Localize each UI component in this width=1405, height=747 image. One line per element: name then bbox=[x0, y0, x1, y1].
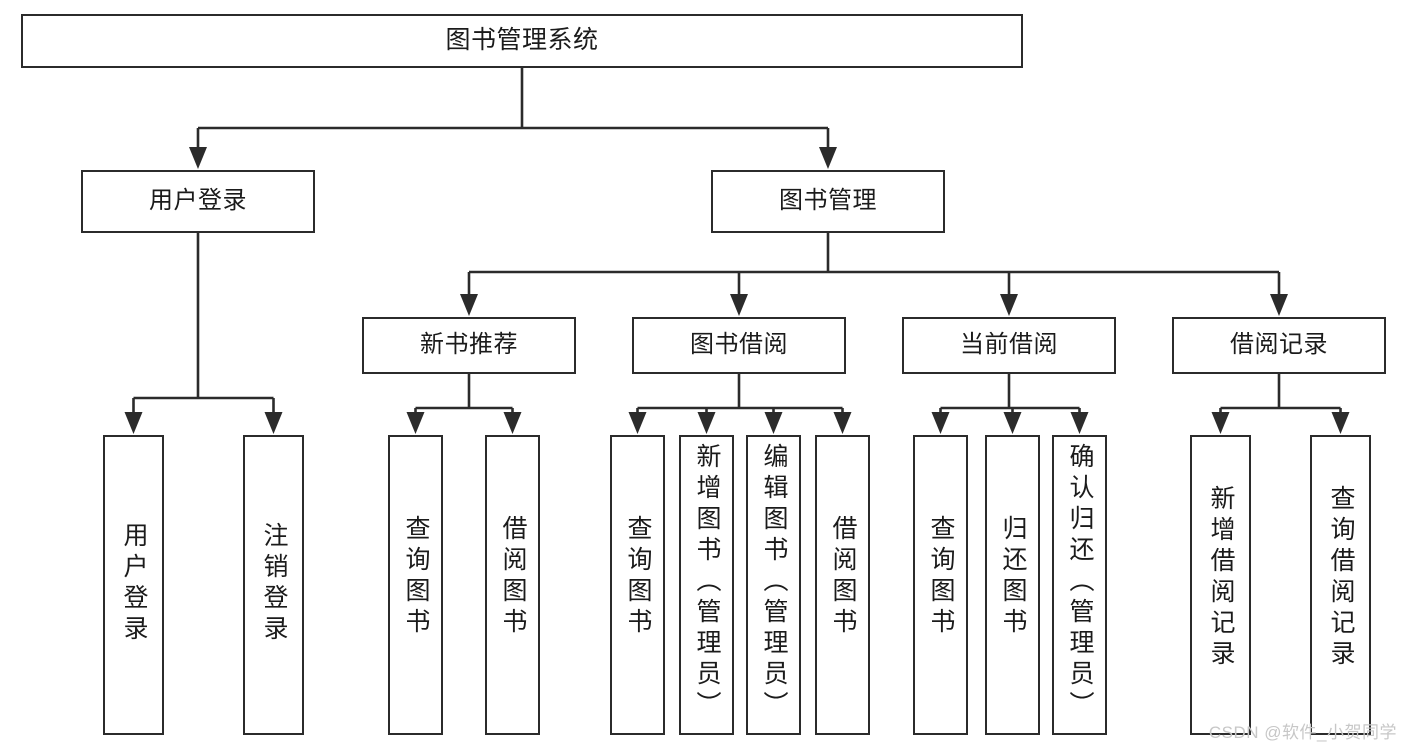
node-leaf-add-book[interactable]: 新增图书（管理员） bbox=[679, 435, 734, 735]
arrowhead-leaf-query-record bbox=[1331, 412, 1350, 434]
node-label: 编辑图书（管理员） bbox=[760, 443, 788, 722]
node-leaf-query-1[interactable]: 查询图书 bbox=[388, 435, 443, 735]
node-leaf-return[interactable]: 归还图书 bbox=[985, 435, 1040, 735]
node-label: 当前借阅 bbox=[960, 331, 1058, 359]
arrowhead-leaf-add-record bbox=[1211, 412, 1230, 434]
node-label: 确认归还（管理员） bbox=[1066, 443, 1094, 722]
node-book-manage[interactable]: 图书管理 bbox=[711, 170, 945, 233]
node-root[interactable]: 图书管理系统 bbox=[21, 14, 1023, 68]
arrowhead-leaf-query-1 bbox=[406, 412, 425, 434]
node-user-login[interactable]: 用户登录 bbox=[81, 170, 315, 233]
node-leaf-borrow-2[interactable]: 借阅图书 bbox=[815, 435, 870, 735]
node-label: 图书管理系统 bbox=[445, 26, 599, 55]
arrowhead-leaf-query-3 bbox=[931, 412, 950, 434]
arrowhead-leaf-query-2 bbox=[628, 412, 647, 434]
node-label: 借阅图书 bbox=[499, 515, 527, 639]
arrowhead-leaf-confirm bbox=[1070, 412, 1089, 434]
node-leaf-user-login[interactable]: 用户登录 bbox=[103, 435, 164, 735]
node-leaf-query-record[interactable]: 查询借阅记录 bbox=[1310, 435, 1371, 735]
node-leaf-logout[interactable]: 注销登录 bbox=[243, 435, 304, 735]
node-label: 用户登录 bbox=[149, 187, 247, 215]
node-label: 查询图书 bbox=[624, 515, 652, 639]
node-leaf-add-record[interactable]: 新增借阅记录 bbox=[1190, 435, 1251, 735]
arrowhead-leaf-edit-book bbox=[764, 412, 783, 434]
node-leaf-borrow-1[interactable]: 借阅图书 bbox=[485, 435, 540, 735]
node-new-book-rec[interactable]: 新书推荐 bbox=[362, 317, 576, 374]
node-label: 注销登录 bbox=[260, 522, 288, 646]
node-current-borrow[interactable]: 当前借阅 bbox=[902, 317, 1116, 374]
node-leaf-query-2[interactable]: 查询图书 bbox=[610, 435, 665, 735]
arrowhead-book-manage bbox=[819, 147, 837, 169]
node-book-borrow[interactable]: 图书借阅 bbox=[632, 317, 846, 374]
node-label: 查询图书 bbox=[927, 515, 955, 639]
node-label: 用户登录 bbox=[120, 522, 148, 646]
node-label: 查询借阅记录 bbox=[1327, 485, 1355, 671]
node-label: 查询图书 bbox=[402, 515, 430, 639]
arrowhead-borrow-record bbox=[1270, 294, 1288, 316]
node-label: 借阅记录 bbox=[1230, 331, 1328, 359]
node-leaf-edit-book[interactable]: 编辑图书（管理员） bbox=[746, 435, 801, 735]
arrowhead-leaf-borrow-1 bbox=[503, 412, 522, 434]
node-leaf-confirm[interactable]: 确认归还（管理员） bbox=[1052, 435, 1107, 735]
arrowhead-leaf-logout bbox=[264, 412, 283, 434]
arrowhead-current-borrow bbox=[1000, 294, 1018, 316]
node-label: 新增图书（管理员） bbox=[693, 443, 721, 722]
node-label: 新增借阅记录 bbox=[1207, 485, 1235, 671]
arrowhead-user-login bbox=[189, 147, 207, 169]
arrowhead-leaf-return bbox=[1003, 412, 1022, 434]
arrowhead-leaf-user-login bbox=[124, 412, 143, 434]
node-label: 图书借阅 bbox=[690, 331, 788, 359]
node-label: 归还图书 bbox=[999, 515, 1027, 639]
node-label: 新书推荐 bbox=[420, 331, 518, 359]
arrowhead-book-borrow bbox=[730, 294, 748, 316]
arrowhead-new-book-rec bbox=[460, 294, 478, 316]
node-label: 借阅图书 bbox=[829, 515, 857, 639]
watermark: CSDN @软件_小贺同学 bbox=[1208, 723, 1397, 742]
arrowhead-leaf-add-book bbox=[697, 412, 716, 434]
node-label: 图书管理 bbox=[779, 187, 877, 215]
node-borrow-record[interactable]: 借阅记录 bbox=[1172, 317, 1386, 374]
arrowhead-leaf-borrow-2 bbox=[833, 412, 852, 434]
node-leaf-query-3[interactable]: 查询图书 bbox=[913, 435, 968, 735]
